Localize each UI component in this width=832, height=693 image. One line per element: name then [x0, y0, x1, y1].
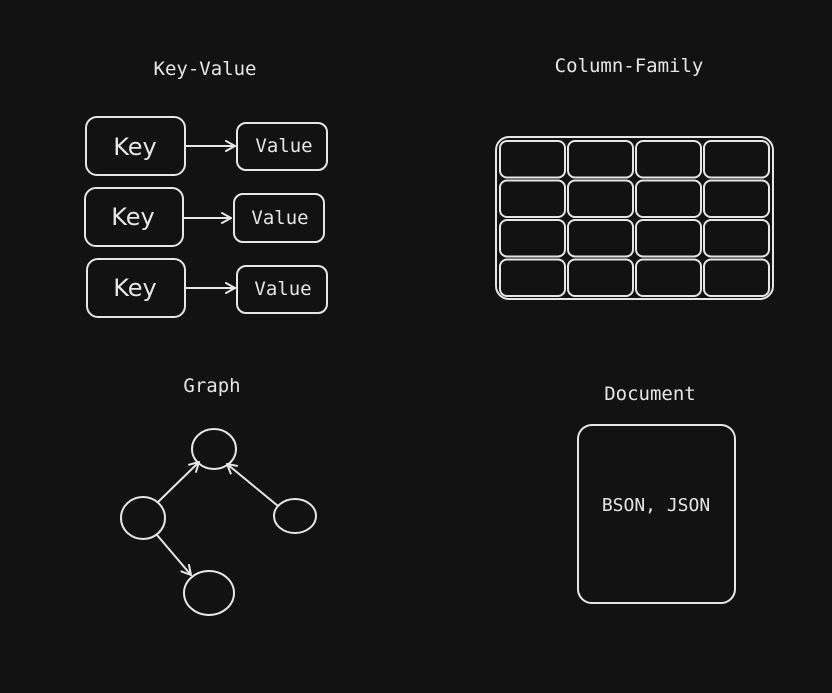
graph-node-right: [273, 498, 317, 534]
kv-key-box-2: [84, 187, 184, 247]
key-value-section: Key-Value Key Value Key Value Key Value: [84, 58, 328, 318]
column-family-cell-r2-c2: [567, 179, 634, 218]
key-value-title: Key-Value: [154, 58, 257, 80]
column-family-cell-r4-c1: [499, 258, 566, 297]
kv-key-label-1: Key: [113, 133, 157, 161]
graph-title: Graph: [183, 375, 240, 397]
column-family-cell-r4-c2: [567, 258, 634, 297]
graph-node-top: [191, 428, 237, 470]
graph-edge-left-to-top: [157, 461, 200, 503]
kv-key-label-2: Key: [111, 203, 155, 231]
column-family-cell-r4-c4: [703, 258, 770, 297]
document-section: Document BSON, JSON: [577, 383, 736, 604]
kv-pair-3: Key Value: [86, 258, 328, 318]
column-family-cell-r3-c1: [499, 219, 566, 258]
graph-edge-left-to-bottom: [156, 534, 192, 576]
column-family-grid: [499, 140, 770, 297]
kv-pair-2: Key Value: [84, 187, 325, 247]
column-family-section: Column-Family: [495, 55, 774, 300]
kv-value-box-2: [233, 193, 325, 243]
graph-node-bottom: [183, 570, 235, 616]
kv-value-label-2: Value: [251, 207, 308, 229]
graph-section: Graph: [120, 375, 317, 616]
column-family-title: Column-Family: [555, 55, 704, 77]
column-family-cell-r3-c2: [567, 219, 634, 258]
kv-value-box-1: [236, 122, 328, 171]
column-family-cell-r1-c2: [567, 140, 634, 179]
document-box: [577, 424, 736, 604]
graph-edge-right-to-top: [226, 463, 279, 507]
kv-value-box-3: [236, 265, 328, 314]
column-family-table-outline: [495, 136, 774, 300]
kv-key-label-3: Key: [113, 274, 157, 302]
document-title: Document: [604, 383, 696, 405]
column-family-cell-r2-c1: [499, 179, 566, 218]
column-family-cell-r3-c3: [635, 219, 702, 258]
column-family-cell-r2-c4: [703, 179, 770, 218]
column-family-cell-r1-c4: [703, 140, 770, 179]
column-family-cell-r2-c3: [635, 179, 702, 218]
column-family-cell-r3-c4: [703, 219, 770, 258]
kv-value-label-3: Value: [254, 278, 311, 300]
column-family-cell-r4-c3: [635, 258, 702, 297]
document-content: BSON, JSON: [602, 495, 710, 516]
column-family-cell-r1-c1: [499, 140, 566, 179]
kv-value-label-1: Value: [255, 135, 312, 157]
column-family-cell-r1-c3: [635, 140, 702, 179]
kv-pair-1: Key Value: [85, 116, 328, 176]
graph-node-left: [120, 496, 166, 540]
